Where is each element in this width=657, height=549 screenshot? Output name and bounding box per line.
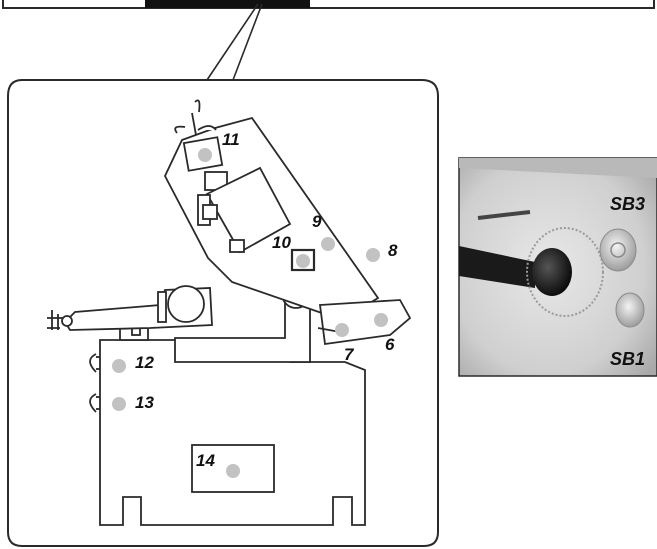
callout-12: 12 (135, 353, 154, 372)
callout-10: 10 (272, 233, 291, 252)
sb1-button (615, 292, 645, 328)
control-panel-photo: SB3 SB1 (458, 157, 657, 377)
callout-14: 14 (196, 451, 215, 470)
label-sb1: SB1 (610, 349, 645, 369)
callout-9: 9 (312, 212, 322, 231)
machine-base (89, 339, 366, 526)
marker-12 (112, 359, 126, 373)
marker-8 (366, 248, 380, 262)
callout-8: 8 (388, 241, 398, 260)
callout-7: 7 (344, 345, 355, 364)
callout-13: 13 (135, 393, 154, 412)
marker-14 (226, 464, 240, 478)
callout-11: 11 (222, 130, 240, 149)
marker-9 (321, 237, 335, 251)
callout-6: 6 (385, 335, 395, 354)
callout-numbers: 11 9 10 8 7 6 12 13 14 (135, 130, 398, 470)
label-sb3: SB3 (610, 194, 645, 214)
sb3-button (599, 228, 637, 272)
top-panel (2, 0, 655, 81)
marker-11 (198, 148, 212, 162)
marker-10 (296, 254, 310, 268)
marker-13 (112, 397, 126, 411)
marker-6 (374, 313, 388, 327)
speed-knob (532, 248, 572, 296)
vise-assembly (47, 285, 213, 331)
callout-markers (112, 148, 388, 478)
marker-7 (335, 323, 349, 337)
